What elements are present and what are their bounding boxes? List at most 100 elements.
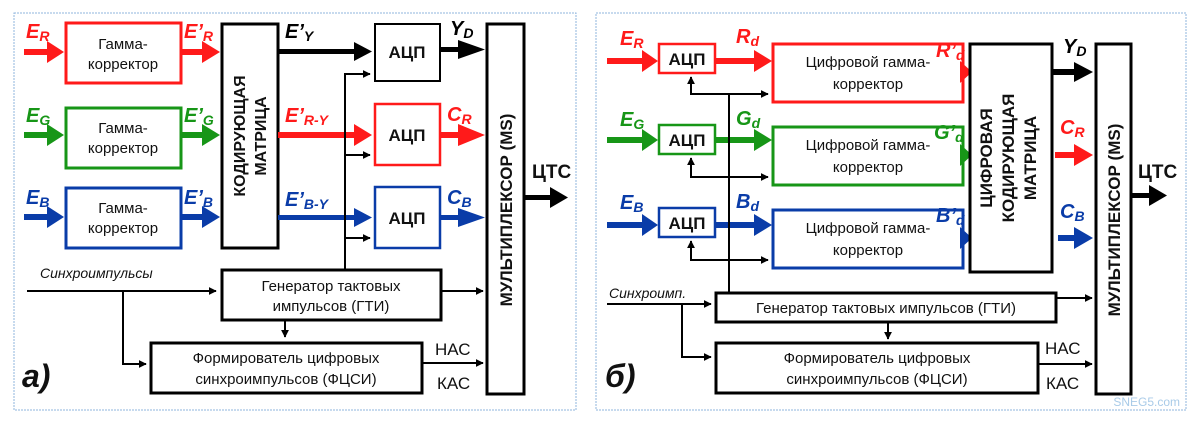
panel-a-frame (13, 12, 577, 411)
label-eb-prime: E’B (184, 187, 213, 210)
svg-text:синхроимпульсов (ФЦСИ): синхроимпульсов (ФЦСИ) (195, 371, 376, 388)
output-label-b: ЦТС (1138, 162, 1177, 183)
adc-out-cr (440, 124, 485, 146)
adc-out-r-b (716, 50, 772, 72)
matrix-out-ry (278, 124, 372, 146)
sync-label-b: Синхроимп. (609, 285, 686, 301)
label-er: ER (26, 21, 50, 44)
multiplexer-a: МУЛЬТИПЛЕКСОР (MS) (485, 22, 526, 396)
svg-text:АЦП: АЦП (669, 131, 706, 150)
svg-text:импульсов (ГТИ): импульсов (ГТИ) (273, 298, 390, 315)
adc-out-g-b (716, 129, 772, 151)
svg-text:КОДИРУЮЩАЯ: КОДИРУЮЩАЯ (232, 75, 249, 196)
adc-g-b: АЦП (657, 123, 717, 156)
svg-text:ЦИФРОВАЯ: ЦИФРОВАЯ (977, 108, 996, 207)
label-eg-b: EG (620, 109, 644, 132)
input-arrow-r-b (607, 50, 658, 72)
label-cr-b: CR (1060, 117, 1085, 140)
sync-lines-a (27, 287, 484, 368)
svg-text:МАТРИЦА: МАТРИЦА (253, 96, 270, 176)
gamma-out-arrow-b (182, 206, 220, 228)
label-eg-prime: E’G (184, 105, 214, 128)
matrix-out-y (278, 42, 372, 61)
svg-text:Генератор тактовых: Генератор тактовых (261, 278, 401, 295)
svg-text:корректор: корректор (833, 76, 903, 93)
output-arrow-b (1131, 185, 1167, 206)
label-er-prime: E’R (184, 21, 214, 44)
label-gd: Gd (736, 108, 761, 131)
gamma-out-r-b (960, 61, 973, 83)
kas-label-a: КАС (437, 374, 470, 393)
sync-former-b: Формирователь цифровых синхроимпульсов (… (714, 341, 1040, 395)
matrix-out-yd-b (1052, 62, 1093, 82)
input-arrow-g (24, 124, 64, 146)
svg-text:Формирователь цифровых: Формирователь цифровых (193, 350, 380, 367)
adc-r-b: АЦП (657, 42, 717, 75)
output-arrow-a (524, 187, 568, 208)
panel-b-frame (595, 12, 1187, 411)
svg-text:Генератор тактовых импульсов (: Генератор тактовых импульсов (ГТИ) (756, 300, 1016, 317)
panel-b: ER EG EB АЦП АЦП АЦП Rd Gd Bd Цифровой г… (595, 12, 1187, 411)
svg-text:МАТРИЦА: МАТРИЦА (1021, 116, 1040, 200)
sync-former-a: Формирователь цифровых синхроимпульсов (… (149, 341, 424, 395)
label-eby-prime: E’B-Y (285, 189, 330, 212)
digital-gamma-g: Цифровой гамма- корректор (771, 125, 965, 187)
panel-tag-b: б) (605, 358, 635, 394)
label-cr: CR (447, 104, 472, 127)
gamma-out-arrow-g (182, 124, 220, 146)
output-label-a: ЦТС (532, 162, 571, 183)
svg-text:корректор: корректор (833, 159, 903, 176)
gamma-corrector-b: Гамма- корректор (64, 186, 183, 250)
multiplexer-b: МУЛЬТИПЛЕКСОР (MS) (1094, 42, 1133, 396)
adc-out-b-b (716, 214, 772, 236)
label-eb-b: EB (620, 192, 643, 215)
label-rd: Rd (736, 26, 759, 49)
gamma-corrector-r: Гамма- корректор (64, 21, 183, 85)
adc-b-b: АЦП (657, 206, 717, 239)
label-gd-prime: G’d (934, 122, 964, 145)
svg-text:Гамма-: Гамма- (98, 36, 148, 53)
svg-text:Цифровой гамма-: Цифровой гамма- (806, 220, 931, 237)
label-ey-prime: E’Y (285, 21, 315, 44)
adc-cb: АЦП (373, 185, 442, 250)
input-arrow-r (24, 41, 64, 63)
svg-text:АЦП: АЦП (669, 50, 706, 69)
label-eb: EB (26, 187, 49, 210)
svg-text:Гамма-: Гамма- (98, 200, 148, 217)
input-arrow-b-b (607, 214, 658, 236)
label-cb: CB (447, 187, 472, 210)
svg-text:МУЛЬТИПЛЕКСОР (MS): МУЛЬТИПЛЕКСОР (MS) (497, 114, 516, 307)
nas-label-b: НАС (1045, 339, 1081, 358)
adc-y: АЦП (374, 23, 441, 82)
adc-cr: АЦП (373, 102, 442, 167)
label-cb-b: CB (1060, 201, 1085, 224)
label-bd-prime: B’d (936, 205, 965, 228)
label-bd: Bd (736, 191, 759, 214)
label-rd-prime: R’d (936, 40, 965, 63)
svg-text:корректор: корректор (833, 242, 903, 259)
svg-text:корректор: корректор (88, 140, 158, 157)
svg-text:Цифровой гамма-: Цифровой гамма- (806, 137, 931, 154)
input-arrow-b (24, 206, 64, 228)
svg-text:корректор: корректор (88, 56, 158, 73)
sync-label-a: Синхроимпульсы (40, 265, 153, 281)
svg-text:Гамма-: Гамма- (98, 120, 148, 137)
svg-text:МУЛЬТИПЛЕКСОР (MS): МУЛЬТИПЛЕКСОР (MS) (1105, 124, 1124, 317)
svg-text:корректор: корректор (88, 220, 158, 237)
watermark: SNEG5.com (1113, 395, 1180, 409)
digital-gamma-r: Цифровой гамма- корректор (771, 42, 965, 104)
label-eg: EG (26, 105, 50, 128)
label-yd: YD (450, 18, 473, 41)
matrix-out-cb-b (1058, 227, 1093, 249)
matrix-out-by (278, 208, 372, 227)
svg-text:Цифровой гамма-: Цифровой гамма- (806, 54, 931, 71)
digital-encoding-matrix: ЦИФРОВАЯ КОДИРУЮЩАЯ МАТРИЦА (968, 42, 1054, 274)
label-yd-b: YD (1063, 36, 1086, 59)
nas-label-a: НАС (435, 340, 471, 359)
encoding-matrix: КОДИРУЮЩАЯ МАТРИЦА (220, 22, 280, 250)
sync-lines-b (607, 294, 1093, 368)
svg-text:КОДИРУЮЩАЯ: КОДИРУЮЩАЯ (999, 94, 1018, 223)
svg-text:Формирователь цифровых: Формирователь цифровых (784, 350, 971, 367)
adc-out-y (440, 40, 485, 59)
gamma-out-g-b (960, 144, 973, 166)
